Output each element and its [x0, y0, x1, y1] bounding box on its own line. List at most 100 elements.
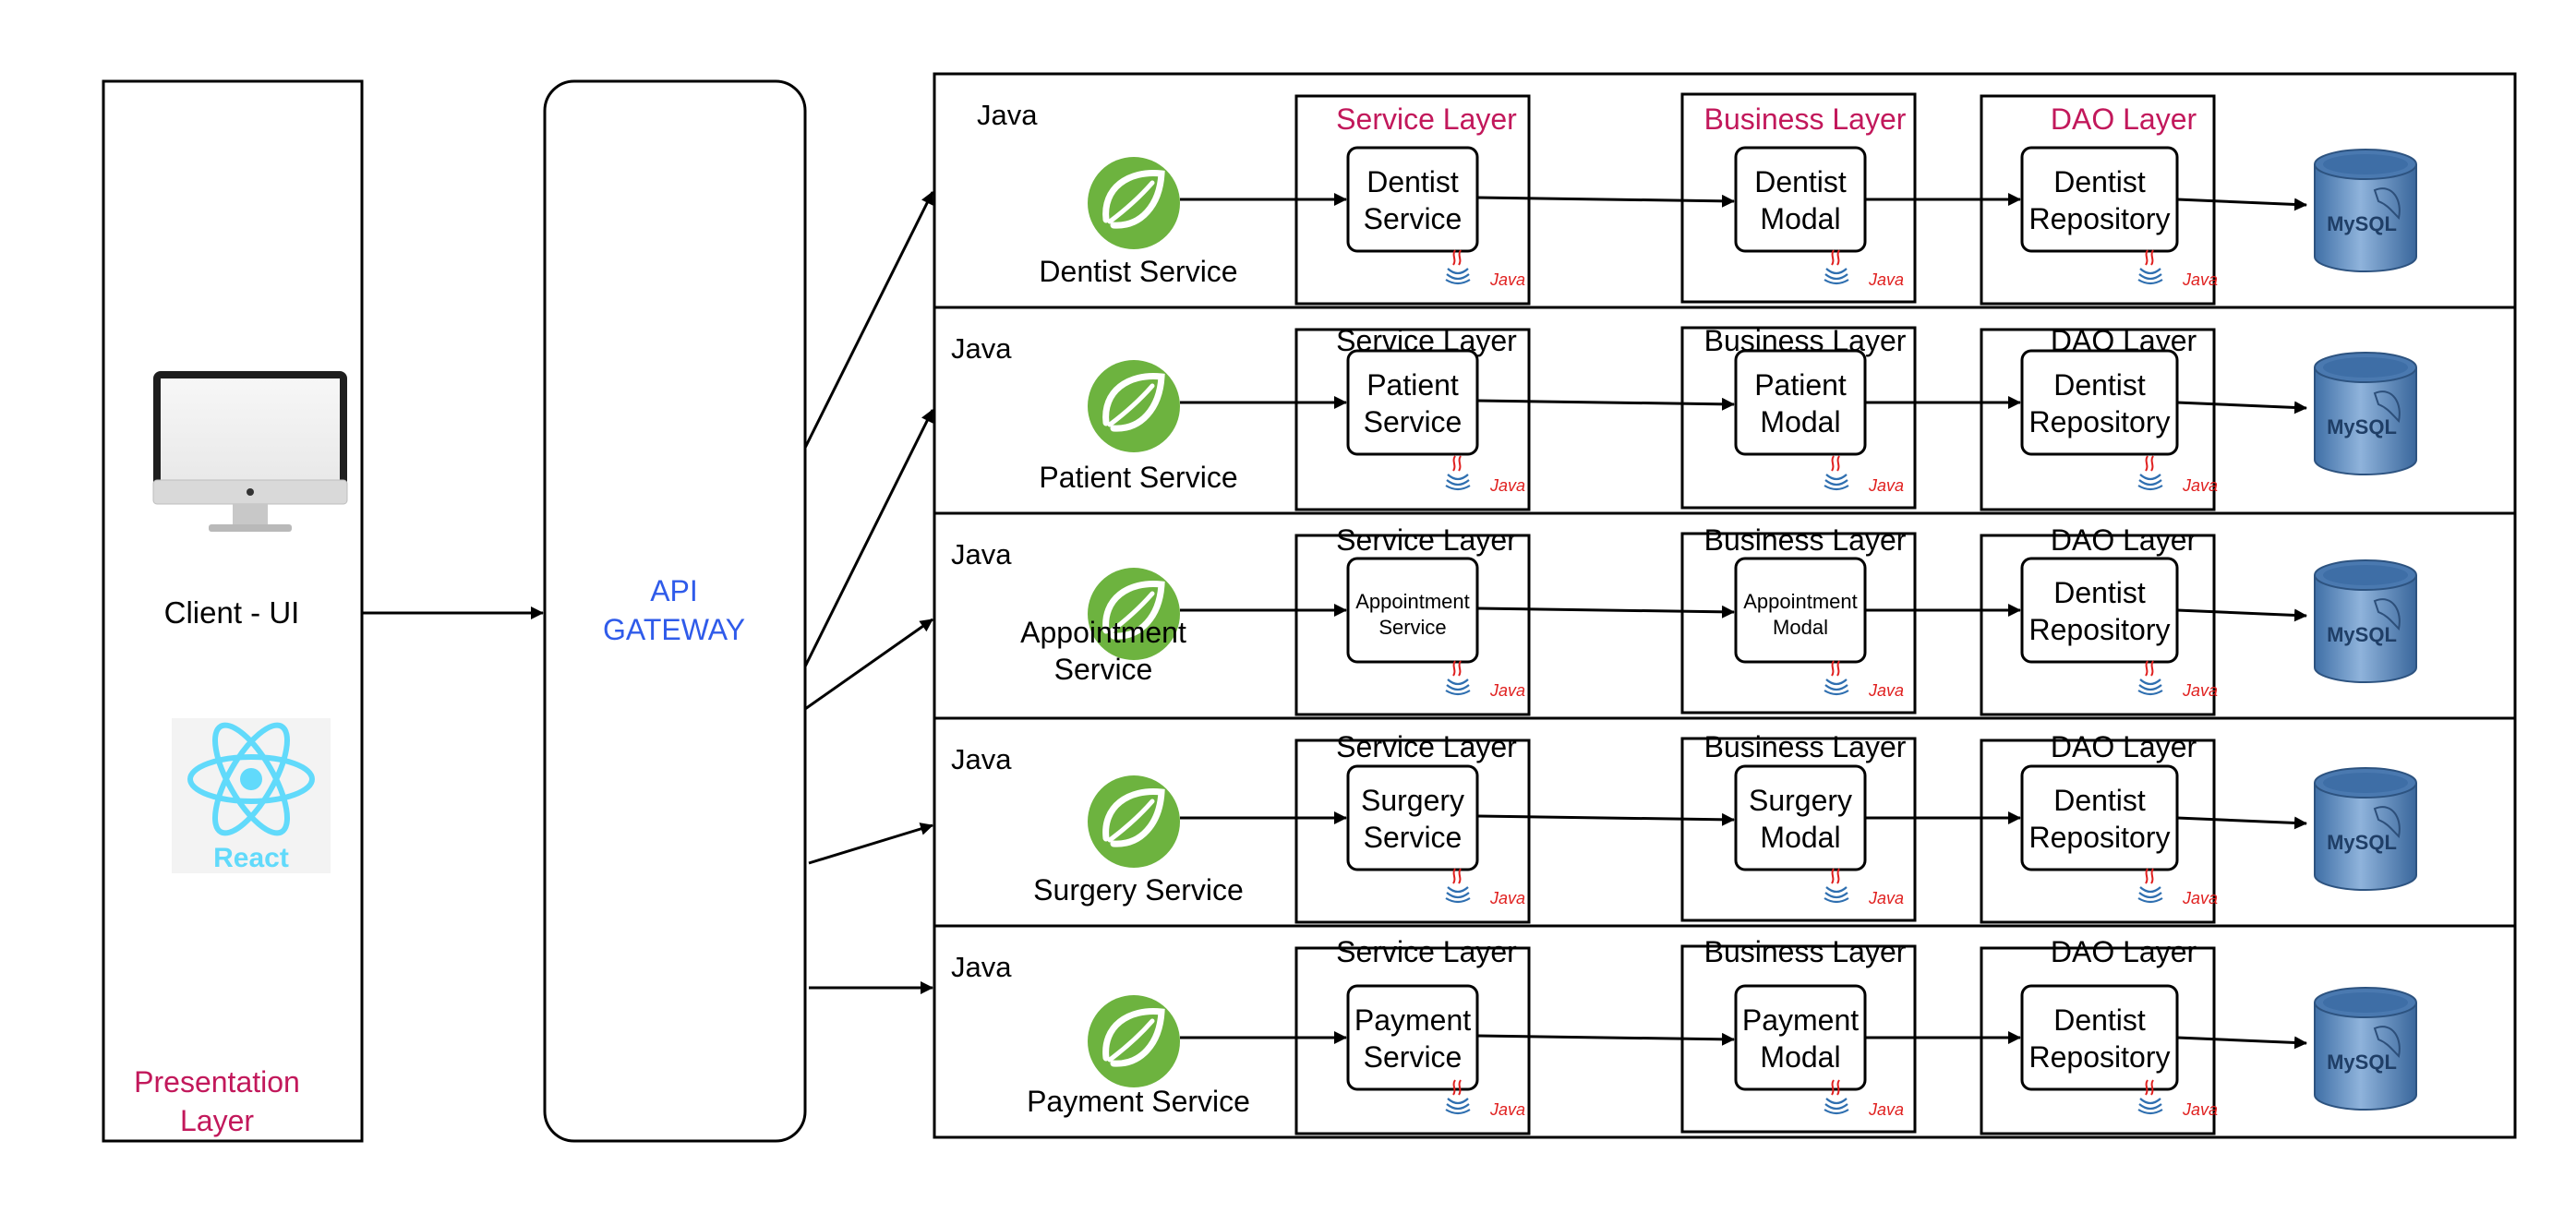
java-tag-service: Java — [1489, 681, 1525, 700]
arrow-to-business — [1476, 605, 1735, 619]
spring-logo-icon — [1088, 775, 1180, 868]
java-tag-business: Java — [1868, 889, 1904, 907]
spring-logo-icon — [1088, 360, 1180, 452]
java-tag-service: Java — [1489, 889, 1525, 907]
service-layer-frame — [1294, 739, 1531, 924]
mysql-database-icon — [2314, 987, 2417, 1111]
business-layer-header: Business Layer — [1704, 523, 1907, 557]
arrow-to-business — [1476, 1032, 1735, 1046]
service-name-label: Patient Service — [1039, 461, 1237, 494]
client-ui-label: Client - UI — [164, 595, 300, 630]
dao-box[interactable] — [2020, 146, 2179, 253]
mysql-label: MySQL — [2327, 623, 2397, 646]
react-icon — [172, 718, 331, 873]
java-tag-dao: Java — [2182, 1100, 2218, 1119]
dao-box[interactable] — [2020, 557, 2179, 664]
api-gateway-label-2: GATEWAY — [603, 613, 745, 646]
java-tag-business: Java — [1868, 476, 1904, 495]
arrow-to-business — [1476, 397, 1735, 411]
java-tag-dao: Java — [2182, 476, 2218, 495]
java-tag-dao: Java — [2182, 681, 2218, 700]
service-name-label: Surgery Service — [1033, 873, 1244, 907]
java-label: Java — [951, 743, 1012, 775]
service-box[interactable] — [1346, 984, 1479, 1091]
java-label: Java — [951, 951, 1012, 983]
java-cup-icon — [1444, 248, 1472, 285]
presentation-layer-label-2: Layer — [180, 1104, 254, 1137]
backend-container — [933, 72, 2517, 1139]
java-cup-icon — [2137, 454, 2164, 491]
presentation-layer-label-1: Presentation — [134, 1065, 300, 1099]
business-layer-header: Business Layer — [1704, 102, 1907, 136]
dao-box[interactable] — [2020, 984, 2179, 1091]
java-cup-icon — [1444, 867, 1472, 904]
service-box[interactable] — [1346, 349, 1479, 456]
business-layer-frame — [1680, 737, 1917, 922]
presentation-layer-box — [102, 79, 364, 1143]
api-gateway-box — [543, 79, 807, 1143]
spring-logo-icon — [1088, 995, 1180, 1087]
mysql-label: MySQL — [2327, 415, 2397, 438]
java-tag-business: Java — [1868, 270, 1904, 289]
business-box[interactable] — [1734, 146, 1867, 253]
java-cup-icon — [1444, 454, 1472, 491]
gateway-arrow-surgery — [808, 823, 933, 865]
java-cup-icon — [2137, 248, 2164, 285]
service-layer-header: Service Layer — [1336, 730, 1517, 763]
service-layer-frame — [1294, 328, 1531, 511]
dao-layer-header: DAO Layer — [2051, 102, 2197, 136]
java-label: Java — [951, 332, 1012, 365]
mysql-database-icon — [2314, 559, 2417, 683]
service-box[interactable] — [1346, 146, 1479, 253]
monitor-icon — [152, 371, 348, 532]
arrow-to-database — [2176, 816, 2307, 830]
service-box[interactable] — [1346, 557, 1479, 664]
mysql-database-icon — [2314, 149, 2417, 272]
service-box[interactable] — [1346, 764, 1479, 871]
api-gateway-label-1: API — [650, 574, 698, 607]
service-layer-frame — [1294, 534, 1531, 716]
dao-layer-frame — [1980, 328, 2216, 511]
business-box[interactable] — [1734, 984, 1867, 1091]
business-layer-frame — [1680, 532, 1917, 715]
business-box[interactable] — [1734, 764, 1867, 871]
java-cup-icon — [1823, 867, 1850, 904]
business-box[interactable] — [1734, 349, 1867, 456]
java-cup-icon — [2137, 659, 2164, 696]
business-layer-frame — [1680, 326, 1917, 510]
gateway-arrow-dentist — [803, 191, 934, 449]
java-label: Java — [977, 99, 1038, 131]
java-tag-dao: Java — [2182, 270, 2218, 289]
java-tag-dao: Java — [2182, 889, 2218, 907]
react-label: React — [213, 843, 289, 873]
mysql-database-icon — [2314, 352, 2417, 475]
java-label: Java — [951, 538, 1012, 570]
dao-layer-header: DAO Layer — [2051, 730, 2197, 763]
dao-box[interactable] — [2020, 764, 2179, 871]
dao-box[interactable] — [2020, 349, 2179, 456]
dao-layer-header: DAO Layer — [2051, 523, 2197, 557]
service-layer-header: Service Layer — [1336, 102, 1517, 136]
arrow-to-database — [2176, 198, 2307, 211]
dao-layer-frame — [1980, 739, 2216, 924]
java-tag-service: Java — [1489, 476, 1525, 495]
arrow-to-business — [1476, 194, 1735, 208]
arrow-to-database — [2176, 1036, 2307, 1050]
dao-layer-header: DAO Layer — [2051, 935, 2197, 968]
java-tag-service: Java — [1489, 270, 1525, 289]
